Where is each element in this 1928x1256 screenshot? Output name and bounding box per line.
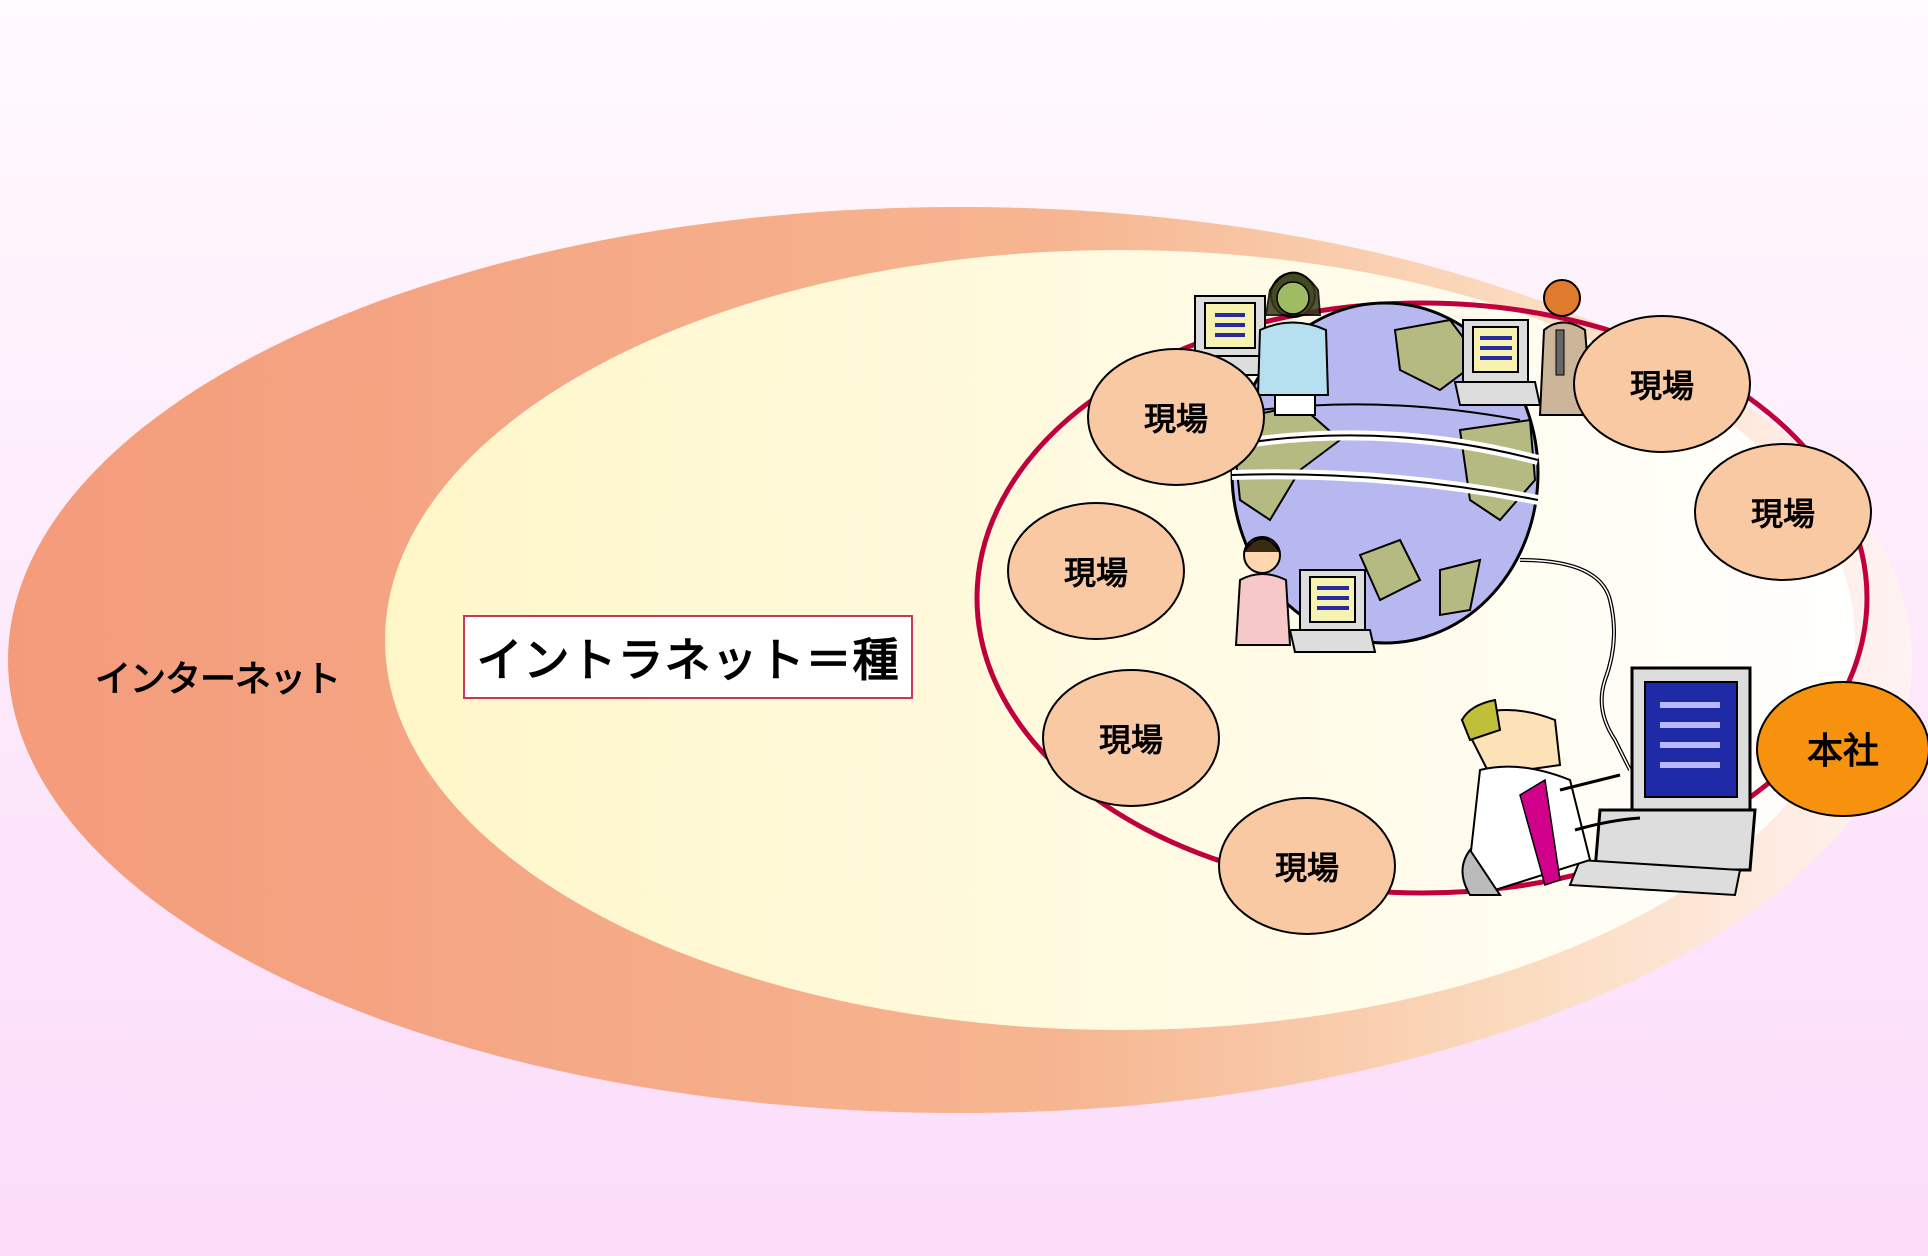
headquarters-operator-icon — [1460, 666, 1757, 897]
site-label: 現場 — [1144, 400, 1208, 438]
intranet-label-box: イントラネット＝種 — [463, 615, 913, 699]
site-label: 現場 — [1630, 367, 1694, 405]
headquarters-label: 本社 — [1807, 731, 1879, 772]
site-label: 現場 — [1751, 495, 1815, 533]
worker-computer-icon — [1234, 536, 1377, 653]
headquarters-node: 本社 — [1756, 681, 1928, 817]
site-node: 現場 — [1087, 348, 1265, 486]
site-node: 現場 — [1007, 502, 1185, 640]
site-node: 現場 — [1694, 443, 1872, 581]
site-node: 現場 — [1042, 669, 1220, 807]
site-label: 現場 — [1064, 554, 1128, 592]
site-label: 現場 — [1275, 849, 1339, 887]
intranet-label: イントラネット＝種 — [476, 633, 900, 687]
site-label: 現場 — [1099, 721, 1163, 759]
site-node: 現場 — [1573, 315, 1751, 453]
internet-label: インターネット — [95, 659, 341, 700]
network-ring — [974, 300, 1870, 896]
site-node: 現場 — [1218, 797, 1396, 935]
worker-computer-icon — [1453, 279, 1594, 416]
